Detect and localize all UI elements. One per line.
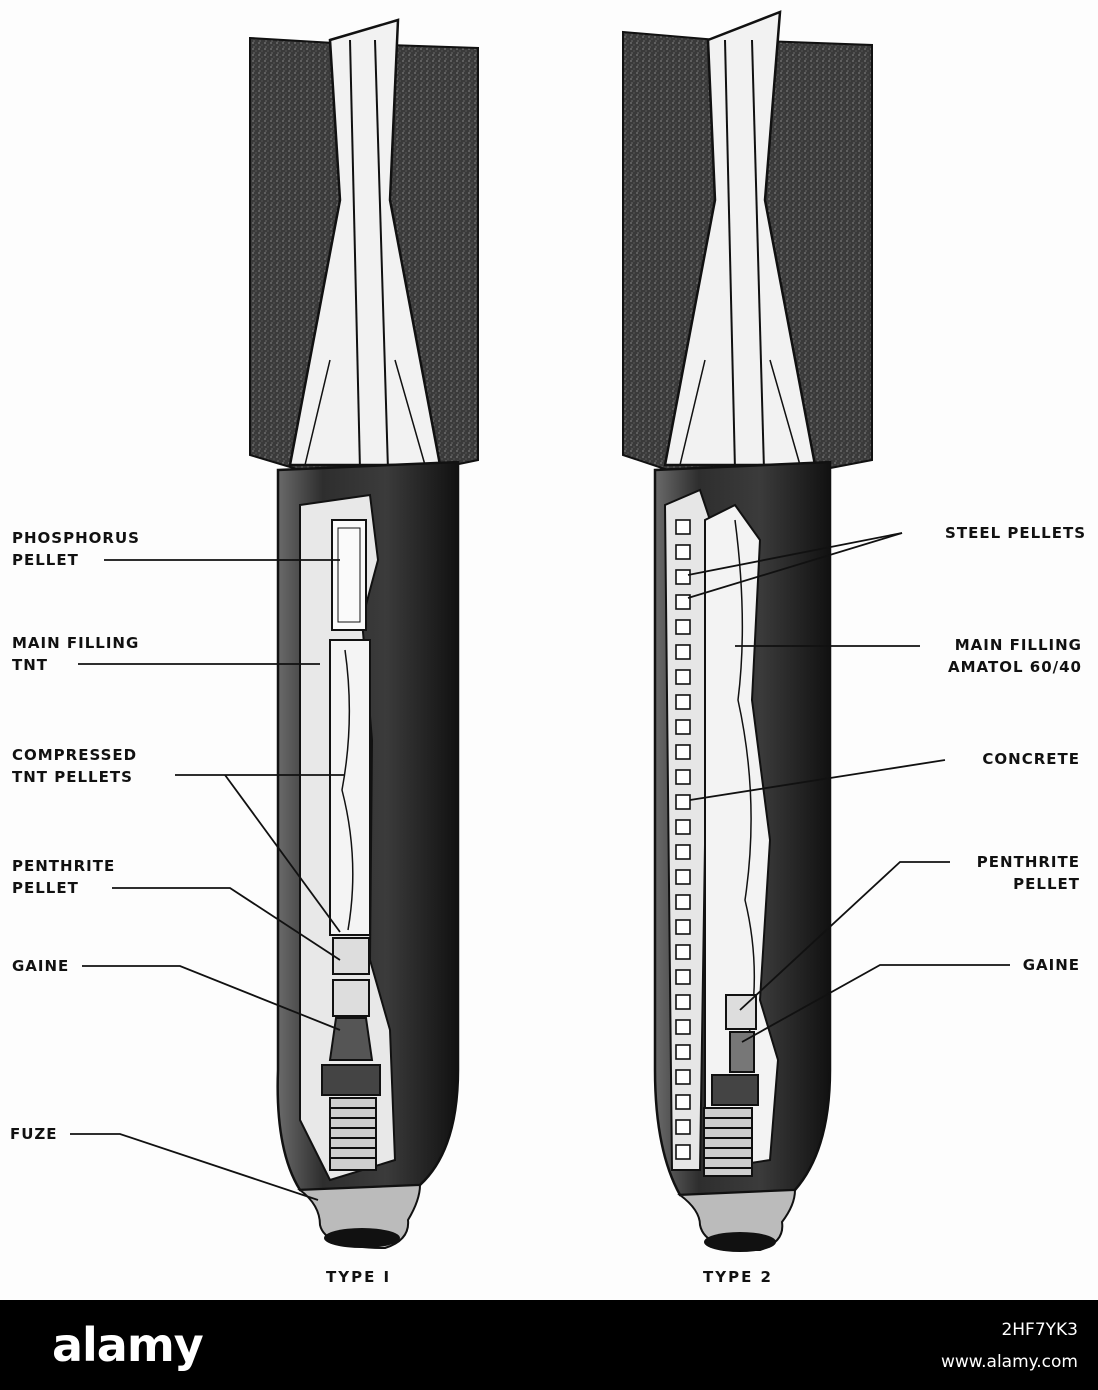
label-compressed-tnt-pellets: COMPRESSED TNT PELLETS <box>12 746 138 786</box>
label-main-filling-amatol: MAIN FILLING AMATOL 60/40 <box>948 636 1082 676</box>
label-steel-pellets: STEEL PELLETS <box>945 524 1086 542</box>
left-bomb-leader-lines <box>70 559 345 1201</box>
site-url: www.alamy.com <box>940 1352 1078 1372</box>
label-fuze: FUZE <box>10 1125 58 1143</box>
left-bomb-fuze <box>321 1064 381 1171</box>
label-gaine-left: GAINE <box>12 957 70 975</box>
right-bomb <box>622 10 1010 1252</box>
left-bomb-gaine <box>332 979 370 1017</box>
label-gaine-right: GAINE <box>1022 956 1080 974</box>
label-concrete: CONCRETE <box>982 750 1080 768</box>
left-bomb-penthrite-pellet <box>332 937 370 975</box>
right-bomb-steel-pellets <box>675 519 691 1160</box>
left-bomb-phosphorus-pellet <box>331 519 367 631</box>
right-bomb-gaine <box>729 1031 755 1073</box>
label-penthrite-pellet-right: PENTHRITE PELLET <box>976 853 1080 893</box>
label-phosphorus-pellet: PHOSPHORUS PELLET <box>12 529 140 569</box>
left-bomb <box>70 18 479 1250</box>
right-bomb-fuze <box>703 1074 759 1177</box>
alamy-logo: alamy <box>52 1318 204 1372</box>
caption-type-2: TYPE 2 <box>703 1268 773 1286</box>
label-penthrite-pellet-left: PENTHRITE PELLET <box>12 857 116 897</box>
right-bomb-leader-lines <box>687 532 1010 1043</box>
bomb-cutaway-diagram: PHOSPHORUS PELLET MAIN FILLING TNT COMPR… <box>10 10 1086 1286</box>
diagram-drawing <box>70 10 1010 1252</box>
caption-type-1: TYPE I <box>326 1268 392 1286</box>
label-main-filling-tnt: MAIN FILLING TNT <box>12 634 140 674</box>
left-bomb-tnt-tube <box>329 639 371 936</box>
watermark-footer: alamy 2HF7YK3 www.alamy.com <box>0 1300 1098 1390</box>
image-id: 2HF7YK3 <box>1001 1320 1078 1340</box>
